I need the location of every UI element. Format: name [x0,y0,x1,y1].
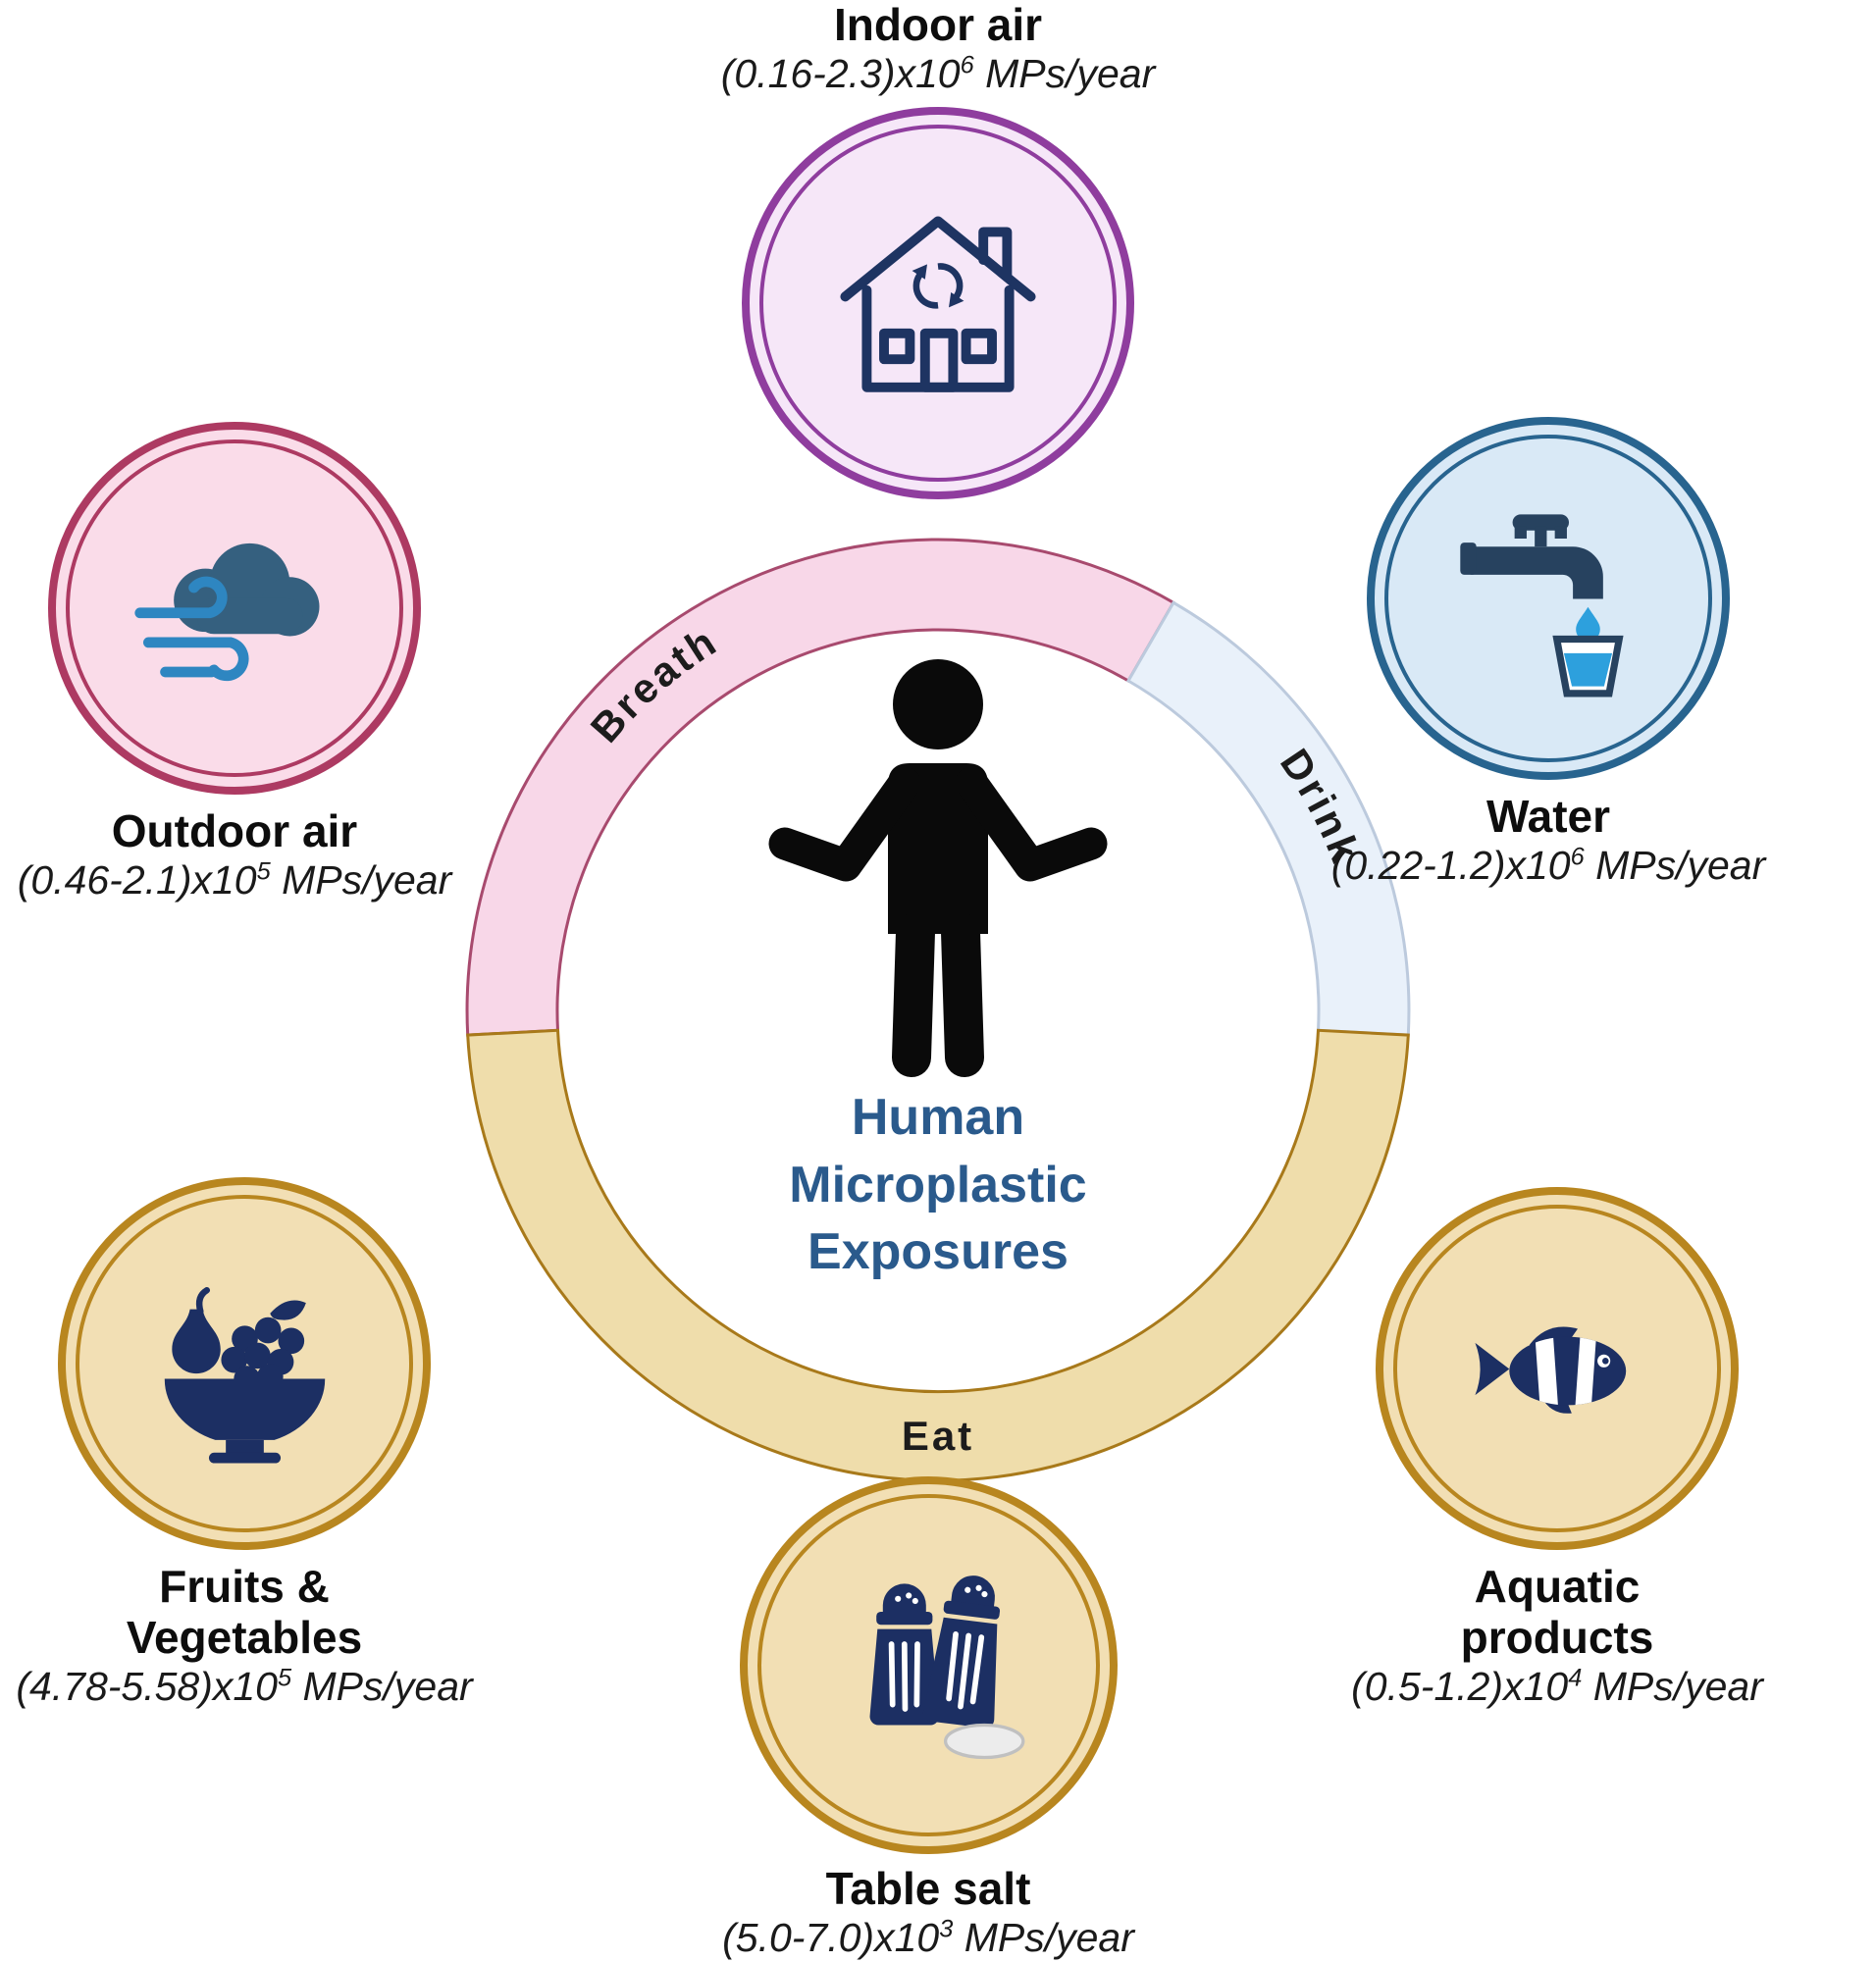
air-circulation-arrows-icon [912,263,964,309]
fish-pupil [1601,1357,1609,1365]
aquatic-circle [1376,1187,1739,1550]
outdoor-air-value-base: (0.46-2.1)x10 [17,856,257,903]
grapes-icon [220,1317,304,1392]
water-value: (0.22-1.2)x106 MPs/year [1331,843,1766,889]
water-value-base: (0.22-1.2)x10 [1330,842,1571,888]
water-inner-ring [1384,435,1712,762]
person-left-arm [768,766,921,882]
salt-pile [943,1723,1025,1759]
indoor-air-circle [742,107,1134,500]
table-salt-circle [739,1476,1118,1854]
fruits-value-unit: MPs/year [291,1663,473,1709]
indoor-air-value: (0.16-2.3)x106 MPs/year [721,51,1156,97]
outdoor-air-value: (0.46-2.1)x105 MPs/year [18,857,452,904]
water-title: Water [1485,791,1611,842]
fruit-bowl-icon [164,1286,325,1464]
table-salt-value-unit: MPs/year [953,1914,1134,1960]
aquatic-value: (0.5-1.2)x104 MPs/year [1351,1664,1763,1710]
indoor-air-title: Indoor air [833,0,1043,50]
indoor-air-value-base: (0.16-2.3)x10 [720,50,961,96]
aquatic-inner-ring [1393,1205,1721,1532]
pear-stem [195,1286,210,1315]
center-title-line-2: Microplastic [789,1156,1087,1213]
faucet-icon [1459,513,1603,598]
ring-segment-breath [465,538,1176,1037]
water-value-unit: MPs/year [1584,842,1766,888]
satellite-water: Water (0.22-1.2)x106 MPs/year [1244,417,1852,889]
fruits-circle [58,1177,431,1550]
aquatic-title: Aquatic products [1460,1561,1654,1663]
shaker-cap-holes [895,1584,988,1604]
fruits-value-exp: 5 [277,1664,292,1692]
aquatic-value-base: (0.5-1.2)x10 [1351,1663,1569,1709]
center-title-line-1: Human [851,1089,1025,1146]
indoor-air-value-unit: MPs/year [973,50,1156,96]
aquatic-value-exp: 4 [1568,1664,1583,1692]
satellite-aquatic-products: Aquatic products (0.5-1.2)x104 MPs/year [1282,1187,1832,1710]
house-ventilation-icon [840,216,1036,392]
clownfish-icon [1474,1325,1626,1414]
outdoor-air-value-unit: MPs/year [270,856,452,903]
satellite-outdoor-air: Outdoor air (0.46-2.1)x105 MPs/year [0,422,509,904]
satellite-fruits-vegetables: Fruits & Vegetables (4.78-5.58)x105 MPs/… [0,1177,519,1710]
wind-cloud-icon [133,542,319,681]
bowl-icon [164,1378,325,1440]
person-left-leg [892,912,935,1077]
fish-body [1508,1336,1626,1405]
indoor-air-value-exp: 6 [960,51,974,79]
person-right-leg [941,912,984,1077]
salt-shakers-icon [869,1575,1025,1759]
outdoor-air-inner-ring [66,439,403,777]
fruits-value: (4.78-5.58)x105 MPs/year [16,1664,472,1710]
person-icon [768,659,1108,1077]
fruits-value-base: (4.78-5.58)x10 [16,1663,278,1709]
water-circle [1367,417,1730,780]
grape-leaf [269,1300,306,1320]
fish-tail [1474,1342,1509,1395]
center-title-line-3: Exposures [808,1223,1068,1281]
fruits-title: Fruits & Vegetables [126,1561,363,1663]
fish-stripes [1535,1336,1596,1405]
faucet-glass-icon [1459,513,1624,697]
outdoor-air-value-exp: 5 [256,857,271,886]
house-door [919,328,959,392]
table-salt-title: Table salt [825,1863,1031,1914]
satellite-indoor-air: Indoor air (0.16-2.3)x106 MPs/year [634,0,1242,500]
water-value-exp: 6 [1570,843,1585,871]
house-roof [840,216,1036,302]
person-head [893,659,983,749]
house-window-right [961,328,997,365]
indoor-air-inner-ring [759,125,1117,483]
outdoor-air-circle [48,422,421,795]
satellite-table-salt: Table salt (5.0-7.0)x103 MPs/year [624,1476,1232,1961]
shaker-glass-lines [888,1630,985,1712]
center-title: Human Microplastic Exposures [644,1084,1232,1286]
bowl-stem [225,1439,264,1455]
table-salt-value-base: (5.0-7.0)x10 [722,1914,940,1960]
outdoor-air-title: Outdoor air [111,805,358,856]
table-salt-value-exp: 3 [939,1915,954,1943]
water-drop-icon [1575,606,1600,642]
house-window-left [879,328,915,365]
pear-icon [171,1309,221,1373]
person-right-arm [955,766,1108,882]
glass-water [1563,652,1612,687]
ring-segment-eat [466,1028,1410,1482]
table-salt-value: (5.0-7.0)x103 MPs/year [722,1915,1134,1961]
house-chimney [978,227,1013,283]
fruits-inner-ring [76,1195,413,1532]
ring-label-eat: Eat [902,1413,974,1459]
bowl-base [208,1452,281,1464]
person-torso [888,763,988,934]
wind-swirl-lines [133,576,249,681]
aquatic-value-unit: MPs/year [1582,1663,1763,1709]
table-salt-inner-ring [756,1494,1100,1836]
